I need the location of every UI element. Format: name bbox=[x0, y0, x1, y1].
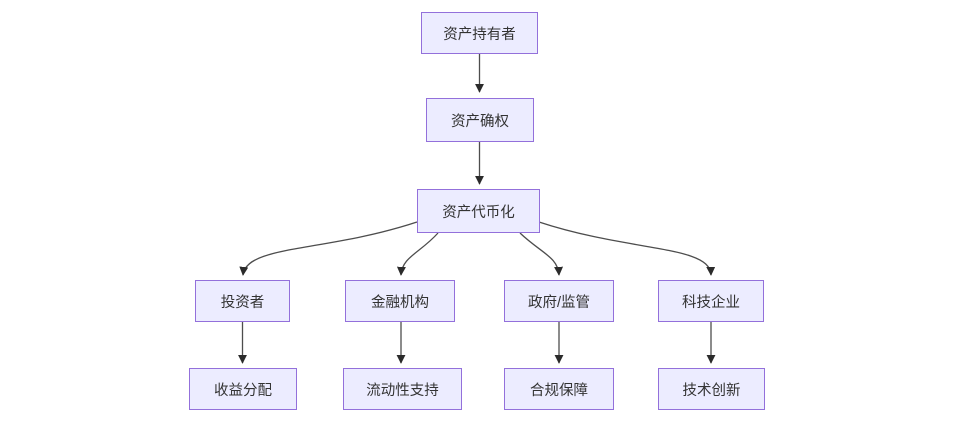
node-profit-distribution: 收益分配 bbox=[189, 368, 297, 410]
node-label: 科技企业 bbox=[682, 294, 740, 311]
node-label: 合规保障 bbox=[530, 382, 588, 399]
edge-tokenization-to-investors bbox=[239, 221, 418, 276]
node-financial-institutions: 金融机构 bbox=[345, 280, 455, 322]
node-label: 收益分配 bbox=[214, 382, 272, 399]
node-technology-innovation: 技术创新 bbox=[658, 368, 765, 410]
node-investors: 投资者 bbox=[195, 280, 290, 322]
node-label: 投资者 bbox=[220, 294, 265, 311]
edge-tokenization-to-government bbox=[519, 232, 564, 276]
node-label: 资产代币化 bbox=[442, 204, 515, 221]
edge-tokenization-to-tech bbox=[538, 221, 716, 276]
node-government-regulators: 政府/监管 bbox=[504, 280, 614, 322]
node-label: 政府/监管 bbox=[527, 294, 591, 311]
node-label: 金融机构 bbox=[371, 294, 429, 311]
edge-tokenization-to-financial bbox=[396, 232, 439, 276]
node-label: 技术创新 bbox=[682, 382, 741, 399]
node-label: 流动性支持 bbox=[366, 382, 439, 399]
node-label: 资产确权 bbox=[451, 113, 509, 130]
node-asset-tokenization: 资产代币化 bbox=[417, 189, 540, 233]
node-compliance-guarantee: 合规保障 bbox=[504, 368, 614, 410]
node-asset-rights-confirmation: 资产确权 bbox=[426, 98, 534, 142]
node-liquidity-support: 流动性支持 bbox=[343, 368, 462, 410]
node-asset-holder: 资产持有者 bbox=[421, 12, 538, 54]
node-tech-enterprises: 科技企业 bbox=[658, 280, 764, 322]
node-label: 资产持有者 bbox=[443, 26, 516, 43]
